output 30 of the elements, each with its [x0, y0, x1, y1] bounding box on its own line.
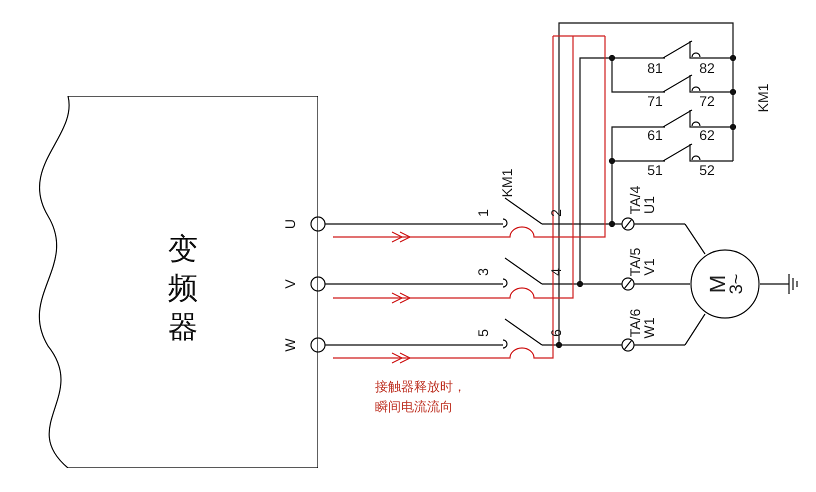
terminal-label: TA/4: [628, 186, 642, 214]
motor-circle: [690, 249, 760, 319]
contact-number: 52: [699, 163, 715, 177]
terminal-label: W: [283, 338, 297, 352]
terminal-label: U: [283, 218, 297, 230]
contact-number: 82: [699, 61, 715, 75]
terminal-label: 2: [549, 209, 563, 217]
terminal-label: 6: [549, 329, 563, 337]
annotation-text: 接触器释放时，瞬间电流流向: [375, 379, 467, 416]
terminal-label: 4: [549, 268, 563, 276]
terminal-label: V: [283, 279, 297, 289]
terminal-label: U1: [642, 196, 656, 214]
terminal-label: W1: [642, 318, 656, 338]
contact-number: 81: [647, 61, 663, 75]
terminal-label: 3: [476, 268, 490, 276]
contact-number: 62: [699, 128, 715, 142]
terminal-label: 1: [476, 209, 490, 217]
contact-number: KM1: [756, 84, 770, 112]
terminal-label: 5: [476, 329, 490, 337]
phase-label: 3~: [727, 274, 745, 294]
contact-number: 72: [699, 94, 715, 108]
terminal-label: TA/6: [628, 308, 642, 338]
terminal-label: V1: [642, 258, 656, 276]
device-label: 变频器: [168, 231, 198, 347]
contact-number: 61: [647, 128, 663, 142]
motor-symbol-label: M: [707, 274, 729, 294]
contact-number: 51: [647, 163, 663, 177]
contact-number: 71: [647, 94, 663, 108]
terminal-label: KM1: [500, 168, 514, 198]
terminal-label: TA/5: [628, 248, 642, 276]
